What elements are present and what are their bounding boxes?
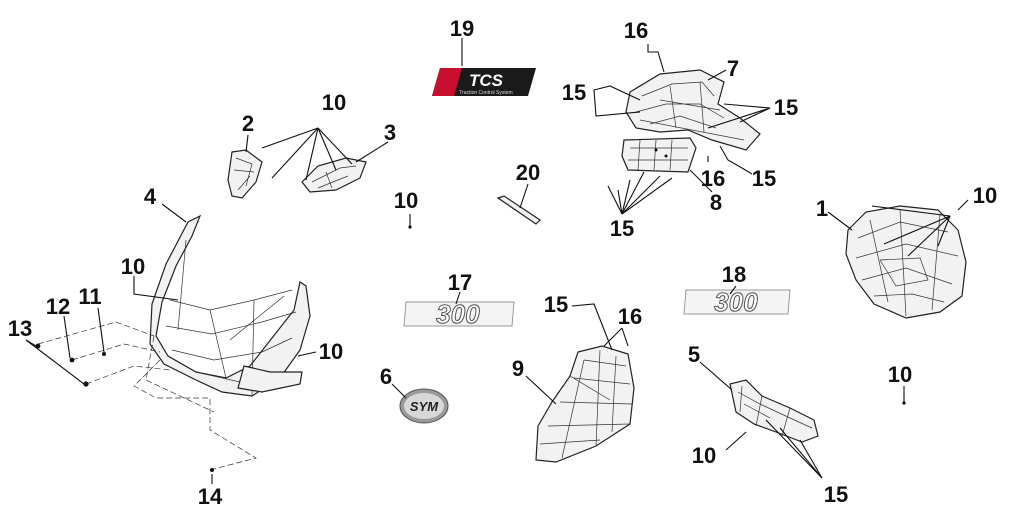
- label-10-bracket: 10: [692, 443, 716, 468]
- label-9: 9: [512, 356, 524, 381]
- leader-8: [689, 169, 713, 193]
- label-16-mid: 16: [701, 166, 725, 191]
- sym-logo-text: SYM: [410, 399, 439, 414]
- leader-15-right: [707, 103, 771, 129]
- label-4: 4: [144, 184, 157, 209]
- leader-2: [245, 134, 249, 153]
- label-15-bracket: 15: [824, 482, 848, 507]
- part-7-cover: [625, 69, 761, 151]
- leader-10-left: [133, 276, 179, 301]
- tcs-tagline: Traction Control System: [459, 90, 512, 96]
- leader-10-right-fan: [871, 205, 951, 257]
- leader-6: [391, 383, 407, 399]
- label-10-mid: 10: [319, 339, 343, 364]
- label-15-mid: 15: [752, 166, 776, 191]
- leader-16-top: [647, 44, 665, 73]
- label-15-bottom: 15: [610, 216, 634, 241]
- hardware-group: [35, 321, 257, 472]
- label-18: 18: [722, 262, 746, 287]
- model-decal-right-text: 300: [714, 287, 758, 317]
- part-18-decal: 300: [683, 287, 791, 318]
- leader-20: [519, 183, 529, 209]
- part-1-cowl: [845, 205, 967, 319]
- label-15-left: 15: [562, 80, 586, 105]
- leader-10-bracket: [725, 431, 747, 451]
- label-10-far-right: 10: [888, 362, 912, 387]
- leader-9: [525, 375, 557, 405]
- leader-10-mid: [297, 351, 317, 357]
- label-11: 11: [78, 284, 101, 309]
- leader-15-left: [593, 85, 641, 117]
- tcs-logo-text: TCS: [469, 71, 504, 90]
- leader-13: [25, 339, 85, 385]
- label-16-top: 16: [624, 18, 648, 43]
- leader-12: [63, 315, 71, 359]
- label-1: 1: [816, 196, 828, 221]
- label-10-center: 10: [394, 188, 418, 213]
- leader-15-bottom: [607, 171, 673, 215]
- label-16-nose: 16: [618, 304, 642, 329]
- tcs-decal: TCS Traction Control System: [432, 68, 536, 96]
- part-8-bracket: [621, 137, 697, 173]
- label-6: 6: [380, 364, 392, 389]
- label-10-left: 10: [121, 254, 145, 279]
- leader-7: [707, 69, 727, 81]
- label-20: 20: [516, 160, 540, 185]
- leader-15-nose: [571, 303, 613, 351]
- part-6-emblem: SYM: [399, 388, 449, 424]
- part-5-bracket: [729, 379, 819, 443]
- label-10-top: 10: [322, 90, 346, 115]
- label-8: 8: [710, 190, 722, 215]
- label-19: 19: [450, 16, 474, 41]
- leader-17: [455, 291, 461, 305]
- leader-11: [97, 307, 105, 353]
- leader-18: [729, 285, 737, 295]
- part-17-decal: 300: [403, 299, 515, 330]
- label-15-right: 15: [774, 95, 798, 120]
- model-decal-left-text: 300: [436, 299, 480, 329]
- leader-5: [699, 361, 733, 391]
- leader-15-bracket: [765, 419, 823, 479]
- part-9-nose-panel: [535, 345, 635, 463]
- leader-15-mid: [719, 145, 753, 175]
- part-3-light: [301, 157, 367, 193]
- label-7: 7: [727, 56, 739, 81]
- label-17: 17: [448, 270, 472, 295]
- label-13: 13: [8, 316, 32, 341]
- leader-10-top: [261, 127, 353, 181]
- label-15-nose: 15: [544, 292, 568, 317]
- part-20-strip: [496, 195, 541, 225]
- leader-1: [827, 211, 853, 231]
- label-3: 3: [384, 120, 396, 145]
- leader-3: [355, 141, 389, 163]
- leader-4: [161, 203, 187, 223]
- leader-16-nose: [603, 327, 629, 347]
- label-10-right: 10: [973, 183, 997, 208]
- label-5: 5: [688, 342, 700, 367]
- label-14: 14: [198, 484, 223, 509]
- leader-10-right: [957, 199, 969, 211]
- part-4-front-shield: [149, 214, 311, 397]
- part-2-light: [227, 149, 263, 199]
- label-2: 2: [242, 111, 254, 136]
- label-12: 12: [46, 294, 70, 319]
